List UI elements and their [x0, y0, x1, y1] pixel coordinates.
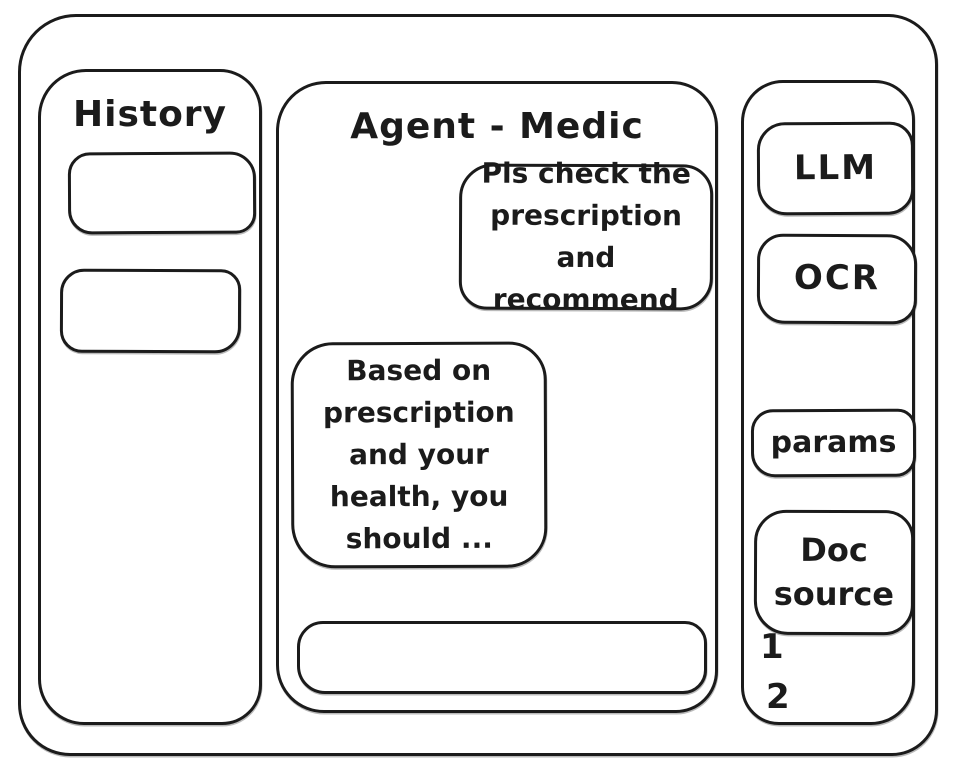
doc-source-item-2[interactable]: 2: [766, 677, 790, 717]
doc-source-item-1[interactable]: 1: [760, 627, 784, 667]
user-message-text: Pls check the prescription and recommend: [481, 156, 691, 317]
history-item-2[interactable]: [59, 268, 242, 354]
chat-title: Agent - Medic: [350, 106, 644, 147]
ocr-button[interactable]: OCR: [756, 233, 918, 325]
history-item-1[interactable]: [67, 151, 257, 235]
tools-panel: LLM OCR params Doc source 1 2: [741, 80, 918, 725]
history-panel: History: [38, 69, 262, 725]
user-message-bubble: Pls check the prescription and recommend: [458, 157, 714, 316]
app-window: History Agent - Medic Pls check the pres…: [18, 14, 938, 756]
agent-message-text: Based on prescription and your health, y…: [322, 353, 515, 556]
chat-input[interactable]: [297, 621, 707, 694]
agent-message-bubble: Based on prescription and your health, y…: [290, 341, 548, 569]
params-button[interactable]: params: [750, 408, 917, 478]
doc-source-button[interactable]: Doc source: [753, 509, 915, 636]
history-title: History: [72, 94, 228, 135]
chat-panel: Agent - Medic Pls check the prescription…: [276, 81, 718, 713]
llm-button[interactable]: LLM: [756, 121, 915, 216]
